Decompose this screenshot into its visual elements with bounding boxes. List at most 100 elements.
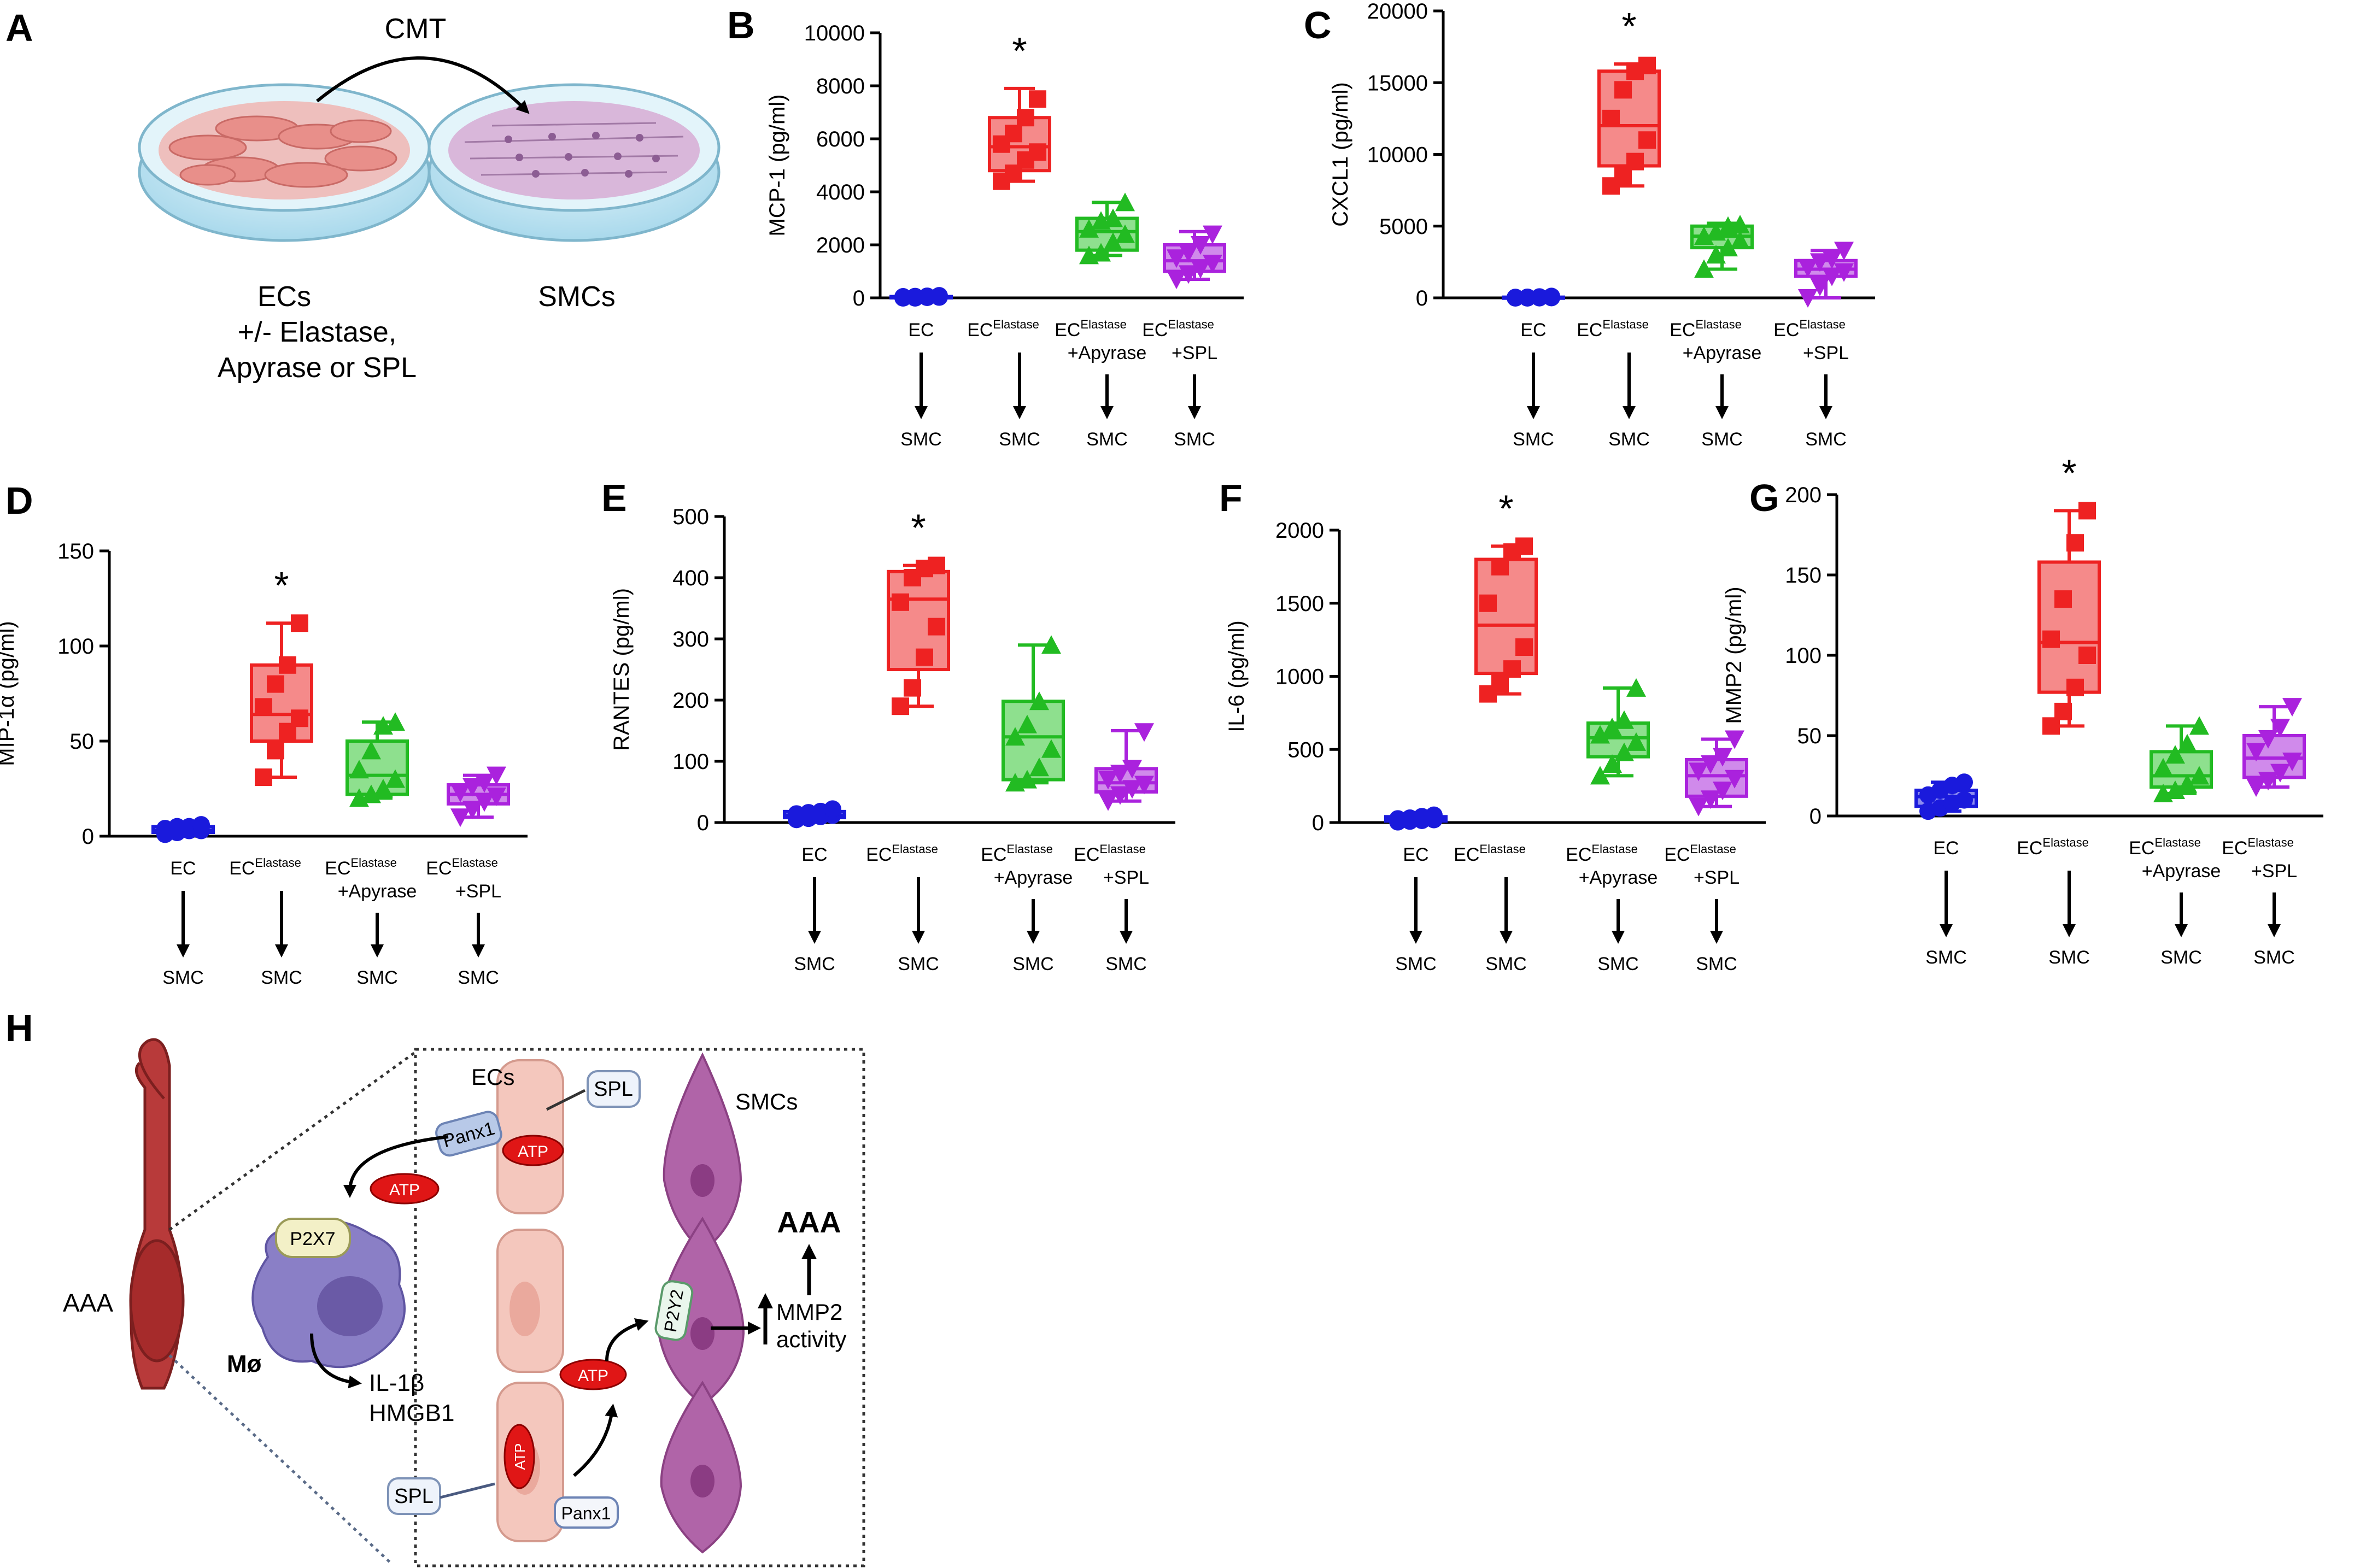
box-group-1 xyxy=(1914,773,1978,820)
data-point xyxy=(1638,131,1656,149)
smcs-label: SMCs xyxy=(538,281,616,313)
data-point xyxy=(930,287,948,305)
data-point xyxy=(1626,152,1644,171)
box-group-1 xyxy=(1502,287,1565,307)
box-group-1 xyxy=(783,800,846,829)
box-group-4 xyxy=(1794,242,1858,308)
data-point xyxy=(2042,630,2060,648)
atp-bottom-label: ATP xyxy=(512,1443,528,1470)
group-label-treatment: +SPL xyxy=(2251,861,2297,882)
superscript-elastase: Elastase xyxy=(1006,842,1052,856)
y-tick-label: 400 xyxy=(672,566,709,590)
box-group-2: * xyxy=(988,30,1051,190)
y-tick-label: 0 xyxy=(1416,286,1428,310)
group-label-treatment: +SPL xyxy=(1694,867,1740,888)
data-point xyxy=(1122,780,1142,799)
group-label-treatment: +Apyrase xyxy=(1579,867,1658,888)
data-point xyxy=(1730,215,1750,234)
group-label-treatment: +SPL xyxy=(1172,343,1217,363)
box-group-2: * xyxy=(250,564,313,786)
macrophage-label: Mø xyxy=(227,1350,262,1377)
y-axis-label: CXCL1 (pg/ml) xyxy=(1328,82,1352,227)
panel-a: A CMT xyxy=(5,7,721,384)
atp-ec-label: ATP xyxy=(578,1367,608,1385)
data-point xyxy=(1834,263,1854,282)
data-point xyxy=(1614,742,1634,761)
group-label-smc: SMC xyxy=(1485,954,1527,974)
group-label-treatment: +Apyrase xyxy=(338,881,417,902)
data-point xyxy=(2258,772,2278,791)
data-point xyxy=(1091,243,1111,262)
significance-star: * xyxy=(1012,30,1027,72)
data-point xyxy=(2066,678,2084,696)
data-point xyxy=(892,697,909,715)
y-tick-label: 0 xyxy=(1809,804,1822,829)
y-axis-label: MIP-1α (pg/ml) xyxy=(0,621,19,766)
group-label-smc: SMC xyxy=(261,967,302,988)
y-tick-label: 50 xyxy=(70,730,95,754)
group-label-ec: EC xyxy=(1403,844,1428,865)
y-tick-label: 500 xyxy=(672,505,709,529)
treatment-line1: +/- Elastase, xyxy=(238,316,396,348)
mmp2-label: MMP2 xyxy=(776,1299,842,1325)
box-group-2: * xyxy=(887,507,950,715)
data-point xyxy=(1122,760,1142,779)
data-point xyxy=(1810,253,1830,272)
group-label-smc: SMC xyxy=(1701,429,1743,450)
superscript-elastase: Elastase xyxy=(892,842,938,856)
y-tick-label: 100 xyxy=(57,635,94,659)
superscript-elastase: Elastase xyxy=(1695,318,1741,331)
data-point xyxy=(2078,502,2096,520)
superscript-elastase: Elastase xyxy=(255,856,301,870)
data-point xyxy=(2177,774,2197,793)
y-tick-label: 2000 xyxy=(1275,519,1324,543)
box-group-4 xyxy=(1685,730,1748,817)
group-label-smc: SMC xyxy=(1174,429,1215,450)
atp-top-label: ATP xyxy=(518,1143,548,1161)
superscript-elastase: Elastase xyxy=(2042,836,2088,849)
data-point xyxy=(892,593,909,611)
group-label-smc: SMC xyxy=(794,954,835,974)
group-label-smc: SMC xyxy=(2048,947,2090,968)
group-label-smc: SMC xyxy=(1597,954,1639,974)
ecs-label-h: ECs xyxy=(471,1064,514,1090)
group-label-treatment: +Apyrase xyxy=(2142,861,2221,882)
hmgb1-label: HMGB1 xyxy=(369,1400,454,1426)
macrophage xyxy=(251,1218,406,1369)
superscript-elastase: Elastase xyxy=(1168,318,1214,331)
data-point xyxy=(904,679,921,697)
data-point xyxy=(1834,242,1854,261)
box-group-4 xyxy=(2242,698,2306,797)
group-label-ec-elastase: ECElastase xyxy=(1055,318,1127,340)
box-group-3 xyxy=(1002,635,1065,792)
data-point xyxy=(267,742,284,760)
data-point xyxy=(1955,791,1973,809)
data-point xyxy=(2177,733,2197,753)
data-point xyxy=(1515,537,1533,555)
superscript-elastase: Elastase xyxy=(452,856,497,870)
superscript-elastase: Elastase xyxy=(1602,318,1648,331)
group-label-ec-elastase: ECElastase xyxy=(1577,318,1649,340)
data-point xyxy=(475,774,494,793)
data-point xyxy=(1725,730,1744,749)
group-label-smc: SMC xyxy=(1105,954,1147,974)
y-tick-label: 500 xyxy=(1287,738,1324,762)
group-label-treatment: +SPL xyxy=(455,881,501,902)
data-point xyxy=(2246,778,2266,797)
group-label-treatment: +SPL xyxy=(1103,867,1149,888)
data-point xyxy=(1134,776,1154,795)
data-point xyxy=(824,800,841,818)
data-point xyxy=(1701,755,1720,774)
y-tick-label: 200 xyxy=(672,689,709,713)
panel-letter-g: G xyxy=(1749,477,1779,519)
data-point xyxy=(1822,267,1842,286)
superscript-elastase: Elastase xyxy=(350,856,396,870)
data-point xyxy=(1602,109,1620,127)
data-point xyxy=(361,741,381,760)
data-point xyxy=(255,768,272,786)
box-group-4 xyxy=(447,766,510,827)
